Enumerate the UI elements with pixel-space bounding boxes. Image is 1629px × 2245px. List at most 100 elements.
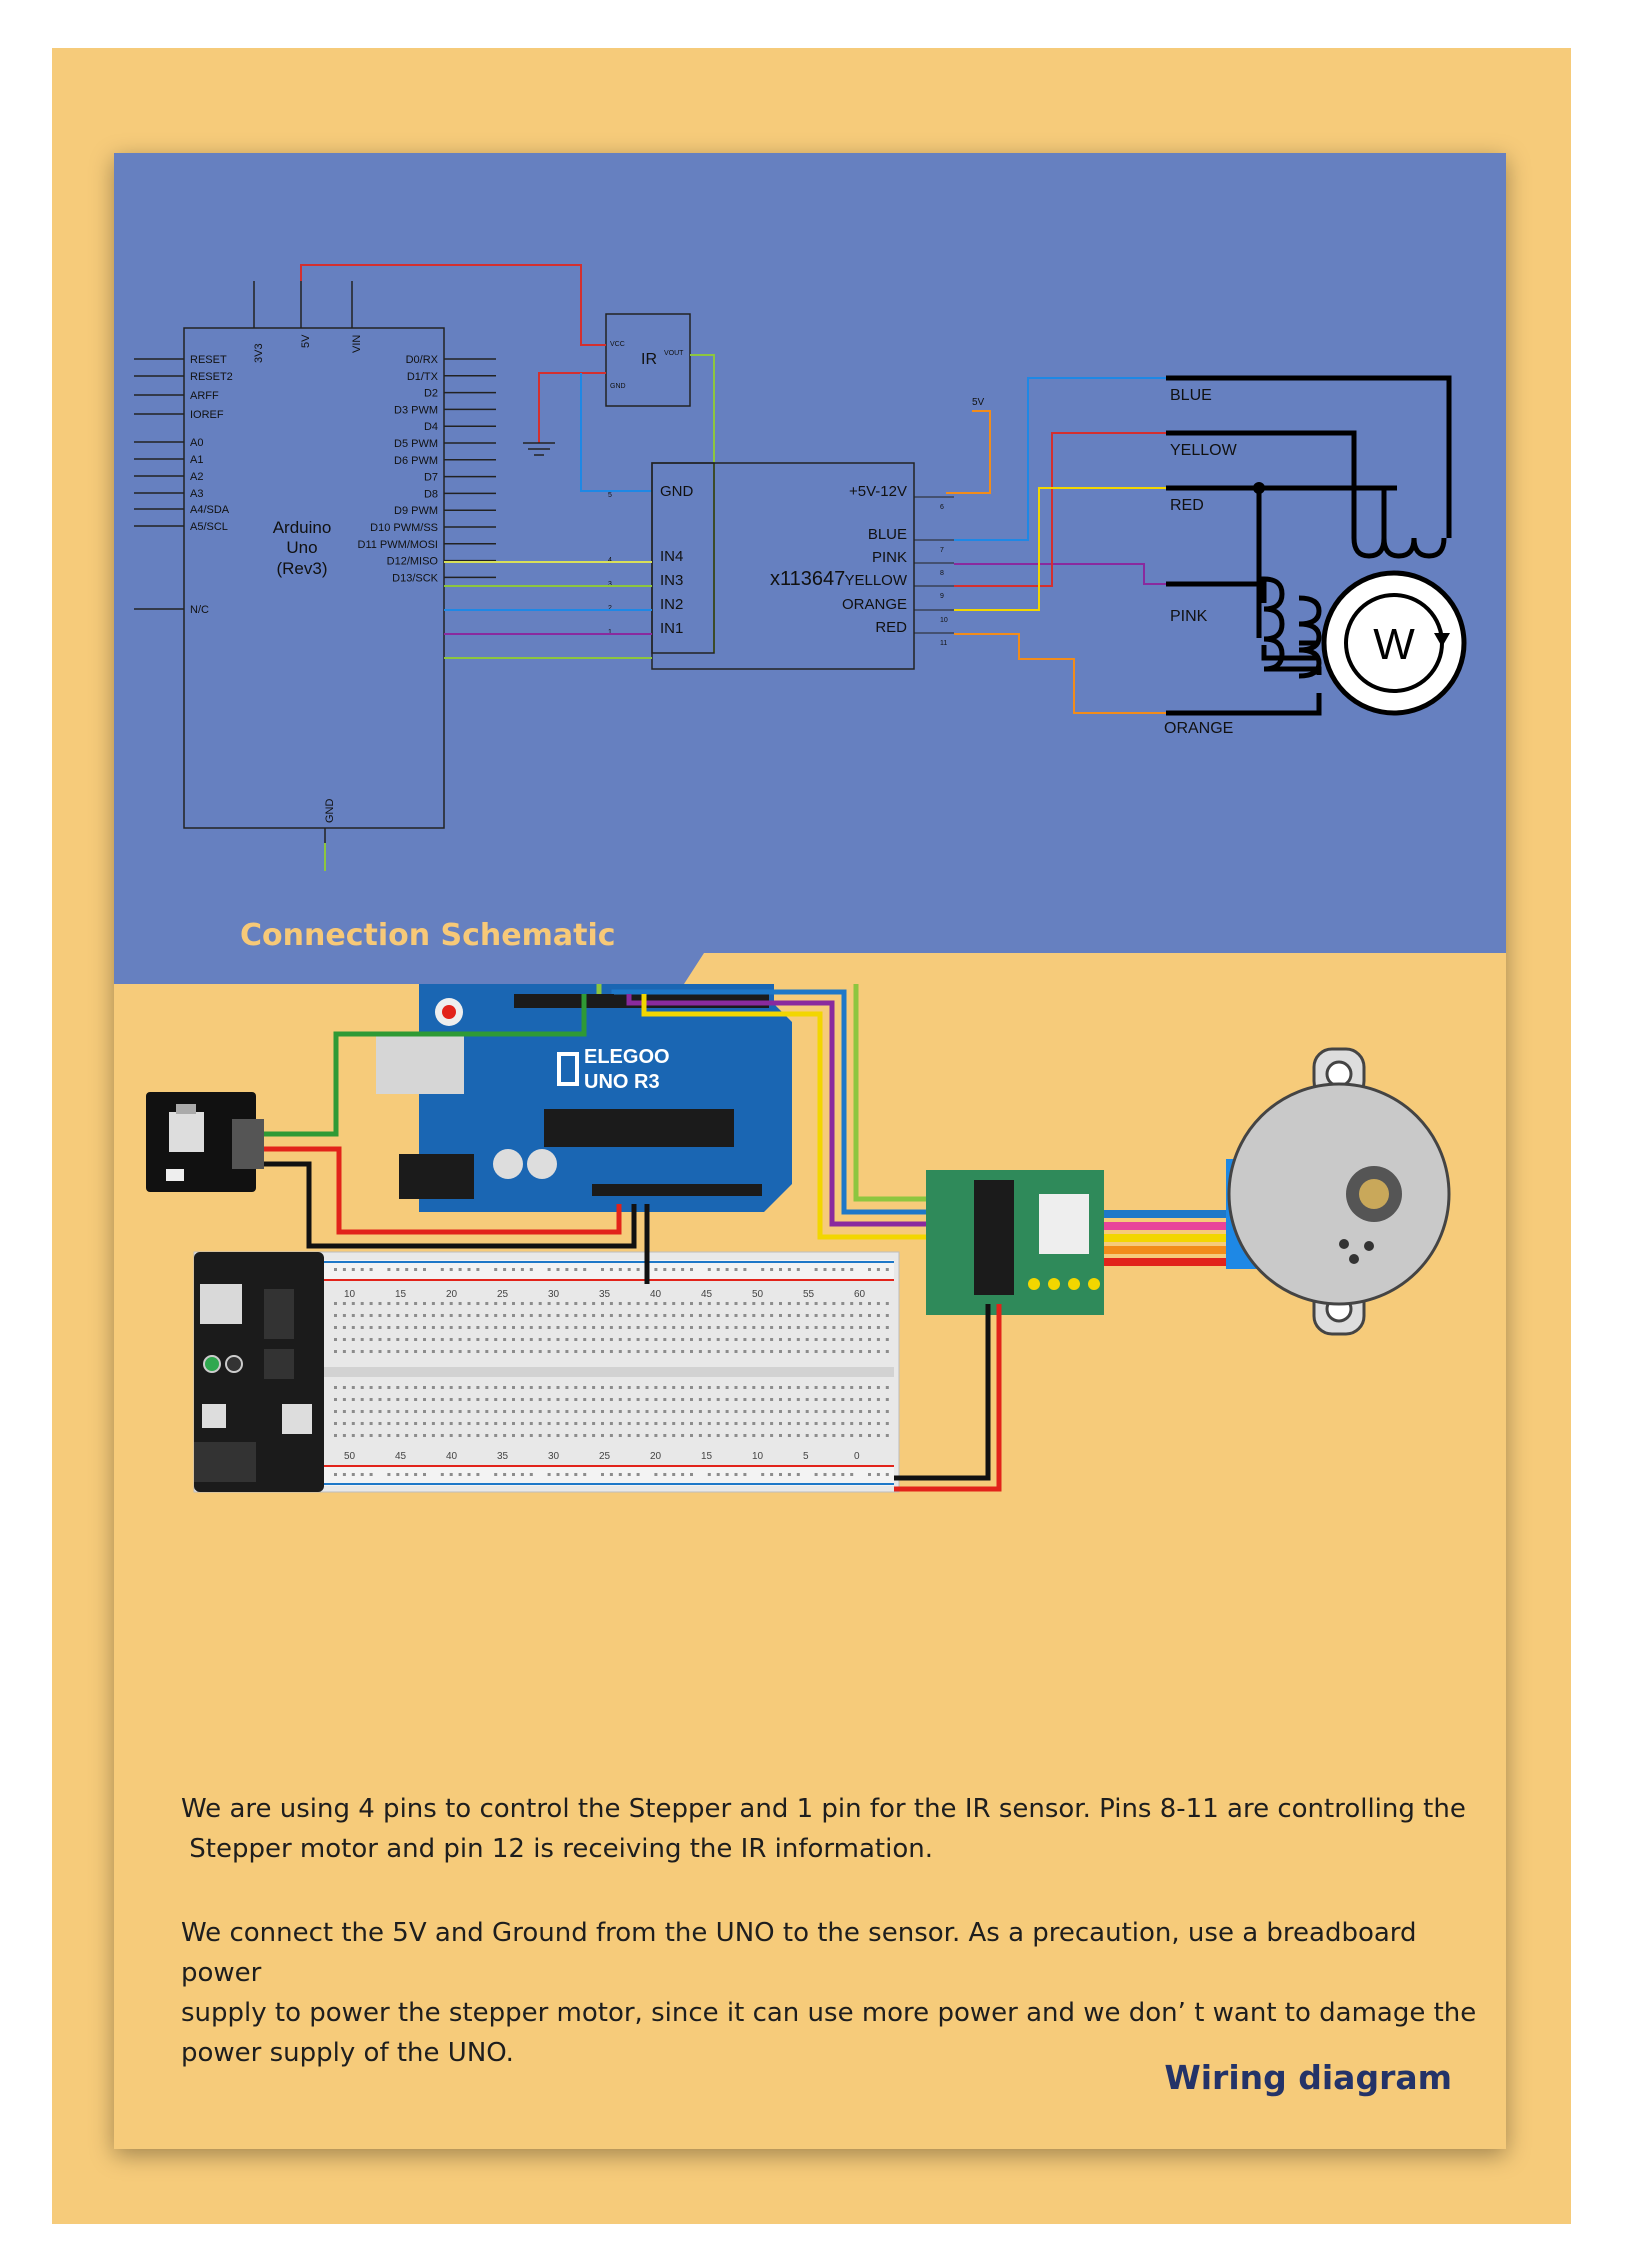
driver-left-pin: GND	[660, 483, 694, 500]
motor-wire-blue: BLUE	[1170, 387, 1212, 404]
section-title: Connection Schematic	[240, 918, 616, 953]
driver-right-pin-number: 7	[940, 547, 944, 554]
pin-5v: 5V	[300, 334, 312, 348]
breadboard-column-number: 35	[497, 1451, 509, 1462]
description-paragraph-2: We connect the 5V and Ground from the UN…	[181, 1913, 1481, 2073]
p2-line2: supply to power the stepper motor, since…	[181, 1998, 1477, 2028]
driver-right-pin-number: 9	[940, 593, 944, 600]
driver-right-pin: YELLOW	[844, 572, 907, 589]
driver-right-pin: +5V-12V	[849, 483, 907, 500]
arduino-right-pin: D3 PWM	[394, 404, 438, 416]
breadboard-column-number: 60	[854, 1289, 866, 1300]
arduino-right-pin: D5 PWM	[394, 438, 438, 450]
arduino-left-pin: A4/SDA	[190, 504, 230, 516]
driver-right-pin-number: 11	[940, 640, 947, 647]
wiring-diagram-title: Wiring diagram	[1164, 2058, 1452, 2097]
motor-wire-orange: ORANGE	[1164, 720, 1233, 737]
p1-line1: We are using 4 pins to control the Stepp…	[181, 1794, 1466, 1824]
breadboard-power-module	[194, 1252, 324, 1492]
breadboard-column-number: 40	[446, 1451, 458, 1462]
board-brand: ELEGOO	[584, 1046, 670, 1068]
driver-right-pin-number: 10	[940, 617, 948, 624]
arduino-left-pin: A5/SCL	[190, 521, 228, 533]
breadboard-column-number: 15	[395, 1289, 407, 1300]
ir-vcc: VCC	[610, 341, 625, 348]
arduino-left-pin: IOREF	[190, 409, 224, 421]
ir-label: IR	[641, 351, 657, 368]
arduino-left-pin: A3	[190, 488, 203, 500]
driver-left-pin-number: 1	[608, 629, 612, 636]
breadboard-column-number: 55	[803, 1289, 815, 1300]
arduino-right-pin: D7	[424, 472, 438, 484]
arduino-name-2: Uno	[286, 538, 317, 557]
arduino-right-pin: D2	[424, 388, 438, 400]
ir-gnd: GND	[610, 383, 626, 390]
driver-left-pin-number: 4	[608, 557, 612, 564]
arduino-right-pin: D9 PWM	[394, 505, 438, 517]
breadboard-column-number: 25	[497, 1289, 509, 1300]
supply-5v-label: 5V	[972, 397, 985, 408]
breadboard-column-number: 10	[344, 1289, 356, 1300]
arduino-left-pin: A1	[190, 454, 203, 466]
driver-left-pin: IN1	[660, 620, 683, 637]
stepper-driver-board	[926, 1170, 1104, 1315]
arduino-right-pin: D8	[424, 488, 438, 500]
arduino-right-pin: D12/MISO	[387, 556, 439, 568]
stepper-motor	[1226, 1047, 1451, 1336]
driver-left-pin: IN2	[660, 596, 683, 613]
driver-right-pin: RED	[875, 619, 907, 636]
arduino-right-pin: D6 PWM	[394, 455, 438, 467]
arduino-left-pin: A2	[190, 471, 203, 483]
breadboard-column-number: 15	[701, 1451, 713, 1462]
pin-gnd: GND	[324, 799, 336, 824]
breadboard-column-number: 20	[650, 1451, 662, 1462]
motor-windings	[1166, 375, 1452, 716]
breadboard-column-number: 20	[446, 1289, 458, 1300]
arduino-right-pin: D11 PWM/MOSI	[358, 539, 438, 551]
arduino-left-pin: A0	[190, 437, 203, 449]
arduino-right-pin: D10 PWM/SS	[370, 522, 438, 534]
p2-line3: power supply of the UNO.	[181, 2038, 514, 2068]
breadboard-column-number: 30	[548, 1289, 560, 1300]
board-model: UNO R3	[584, 1071, 660, 1093]
breadboard-column-number: 30	[548, 1451, 560, 1462]
driver-left-pin: IN3	[660, 572, 683, 589]
arduino-name-3: (Rev3)	[276, 559, 327, 578]
description-paragraph-1: We are using 4 pins to control the Stepp…	[181, 1789, 1481, 1869]
p2-line1: We connect the 5V and Ground from the UN…	[181, 1918, 1417, 1988]
pin-3v3: 3V3	[253, 343, 265, 363]
driver-right-pin: BLUE	[868, 526, 907, 543]
breadboard-column-number: 50	[344, 1451, 356, 1462]
arduino-left-pin: RESET2	[190, 371, 233, 383]
driver-left-pin-number: 2	[608, 605, 612, 612]
arduino-left-pin: ARFF	[190, 390, 219, 402]
arduino-right-pin: D13/SCK	[392, 572, 439, 584]
driver-left-pin: IN4	[660, 548, 683, 565]
motor-symbol-letter: W	[1373, 620, 1415, 669]
arduino-left-pin: RESET	[190, 354, 227, 366]
ir-sensor-block	[605, 313, 691, 407]
breadboard-column-number: 10	[752, 1451, 764, 1462]
motor-wire-red: RED	[1170, 497, 1204, 514]
arduino-right-pin: D1/TX	[407, 371, 439, 383]
breadboard-column-number: 35	[599, 1289, 611, 1300]
ir-receiver-module	[146, 1092, 264, 1192]
arduino-name-1: Arduino	[273, 518, 332, 537]
arduino-left-pin: N/C	[190, 604, 209, 616]
arduino-right-pin: D4	[424, 421, 438, 433]
breadboard-column-number: 0	[854, 1451, 860, 1462]
breadboard-column-number: 5	[803, 1451, 809, 1462]
motor-wire-yellow: YELLOW	[1170, 442, 1238, 459]
ir-vout: VOUT	[664, 350, 684, 357]
driver-right-pin: ORANGE	[842, 596, 907, 613]
motor-wire-pink: PINK	[1170, 608, 1208, 625]
breadboard-column-number: 50	[752, 1289, 764, 1300]
